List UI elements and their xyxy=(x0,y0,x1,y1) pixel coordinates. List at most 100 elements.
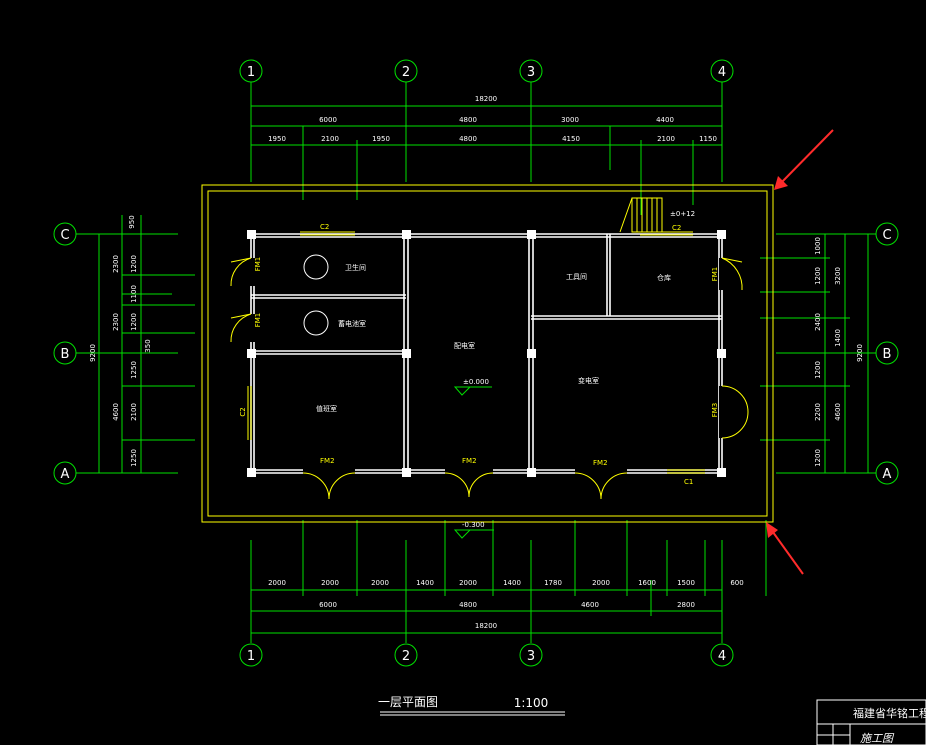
title-block xyxy=(816,699,926,745)
level-label-ground: -0.300 xyxy=(462,521,485,529)
dim-right-mid: 1400 xyxy=(834,329,842,347)
axis-bubble-3-top: 3 xyxy=(519,59,543,83)
axis-bubble-A-right: A xyxy=(875,461,899,485)
dim-bottom-total: 18200 xyxy=(475,622,497,630)
dim-top-low: 1950 xyxy=(372,135,390,143)
room-label: 配电室 xyxy=(454,341,475,350)
red-arrow-top xyxy=(774,129,834,190)
left-dimension-lines xyxy=(98,215,195,473)
dim-right-inner: 1200 xyxy=(814,361,822,379)
dim-left-inner: 1100 xyxy=(130,285,138,303)
door-fm2-1 xyxy=(302,472,356,500)
door-label: FM2 xyxy=(320,457,335,465)
dim-left-mid: 2300 xyxy=(112,313,120,331)
axis-label: 1 xyxy=(247,65,255,80)
door-fm1-left-top xyxy=(230,257,252,287)
drawing-title: 一层平面图 xyxy=(378,695,438,709)
dim-right-total: 9200 xyxy=(856,344,864,362)
dim-right-mid: 4600 xyxy=(834,403,842,421)
top-dimension-lines xyxy=(251,105,722,215)
level-marker-ground xyxy=(453,529,494,539)
axis-bubble-4-top: 4 xyxy=(710,59,734,83)
axis-label: B xyxy=(883,347,892,362)
level-label-floor: ±0.000 xyxy=(463,378,489,386)
dim-bottom-low: 2000 xyxy=(592,579,610,587)
axis-label: 1 xyxy=(247,649,255,664)
window-label: C2 xyxy=(320,223,329,231)
columns xyxy=(247,230,726,477)
dim-right-inner: 1200 xyxy=(814,267,822,285)
axis-bubble-A-left: A xyxy=(53,461,77,485)
dim-bottom-mid: 2800 xyxy=(677,601,695,609)
room-label: 蓄电池室 xyxy=(338,319,366,328)
red-arrow-bottom xyxy=(766,522,804,575)
door-fm1-left-bottom xyxy=(230,313,252,343)
axis-label: B xyxy=(61,347,70,362)
dim-left-inner: 1250 xyxy=(130,361,138,379)
fixture-circle xyxy=(303,310,329,336)
dim-top-low: 1950 xyxy=(268,135,286,143)
dim-top-mid: 6000 xyxy=(319,116,337,124)
dim-bottom-low: 2000 xyxy=(268,579,286,587)
axis-bubble-4-bottom: 4 xyxy=(710,643,734,667)
dim-bottom-low: 1400 xyxy=(503,579,521,587)
company-name: 福建省华铭工程 xyxy=(853,706,926,720)
room-label: 卫生间 xyxy=(345,263,366,272)
axis-label: 4 xyxy=(718,65,726,80)
dim-bottom-low: 1500 xyxy=(677,579,695,587)
axis-bubble-B-left: B xyxy=(53,341,77,365)
axis-bubble-1-top: 1 xyxy=(239,59,263,83)
dim-left-inner: 1200 xyxy=(130,255,138,273)
window-label: C2 xyxy=(672,224,681,232)
axis-bubble-B-right: B xyxy=(875,341,899,365)
axis-label: A xyxy=(61,467,70,482)
axis-label: 3 xyxy=(527,649,535,664)
dim-bottom-mid: 4600 xyxy=(581,601,599,609)
dim-bottom-mid: 6000 xyxy=(319,601,337,609)
drawing-scale: 1:100 xyxy=(514,696,549,710)
axis-bubble-2-bottom: 2 xyxy=(394,643,418,667)
room-label: 值班室 xyxy=(316,404,337,413)
door-fm2-2 xyxy=(444,472,494,498)
dim-bottom-low: 2000 xyxy=(459,579,477,587)
axis-bubble-2-top: 2 xyxy=(394,59,418,83)
dim-top-mid: 3000 xyxy=(561,116,579,124)
axis-bubble-C-right: C xyxy=(875,222,899,246)
door-label: FM2 xyxy=(462,457,477,465)
dim-left-inner: 1250 xyxy=(130,449,138,467)
axis-label: C xyxy=(882,228,891,243)
dim-left-inner: 350 xyxy=(144,339,152,352)
dim-bottom-mid: 4800 xyxy=(459,601,477,609)
fixture-circle xyxy=(303,254,329,280)
axis-bubble-3-bottom: 3 xyxy=(519,643,543,667)
dim-top-mid: 4400 xyxy=(656,116,674,124)
door-label: FM1 xyxy=(711,267,719,282)
dim-bottom-low: 2000 xyxy=(371,579,389,587)
door-fm1-right xyxy=(721,257,743,291)
windows xyxy=(247,231,705,474)
door-label: FM3 xyxy=(711,403,719,418)
dim-bottom-low: 1400 xyxy=(416,579,434,587)
door-fm3-right xyxy=(721,385,749,439)
dim-bottom-low: 2000 xyxy=(321,579,339,587)
dim-right-inner: 1200 xyxy=(814,449,822,467)
dim-top-low: 4800 xyxy=(459,135,477,143)
axis-label: 4 xyxy=(718,649,726,664)
window-label: C1 xyxy=(684,478,693,486)
dim-right-inner: 1000 xyxy=(814,237,822,255)
dim-right-inner: 2200 xyxy=(814,403,822,421)
axis-lines xyxy=(76,82,876,643)
dim-top-low: 2100 xyxy=(321,135,339,143)
dim-left-inner: 1200 xyxy=(130,313,138,331)
dim-top-low: 1150 xyxy=(699,135,717,143)
level-marker-floor xyxy=(453,386,492,396)
dim-top-low: 2100 xyxy=(657,135,675,143)
door-label: FM2 xyxy=(593,459,608,467)
dim-left-inner: 950 xyxy=(128,215,136,228)
dim-left-total: 9200 xyxy=(89,344,97,362)
dim-left-inner: 2300 xyxy=(112,255,120,273)
dim-top-low: 4150 xyxy=(562,135,580,143)
stair xyxy=(619,197,663,233)
axis-label: A xyxy=(883,467,892,482)
